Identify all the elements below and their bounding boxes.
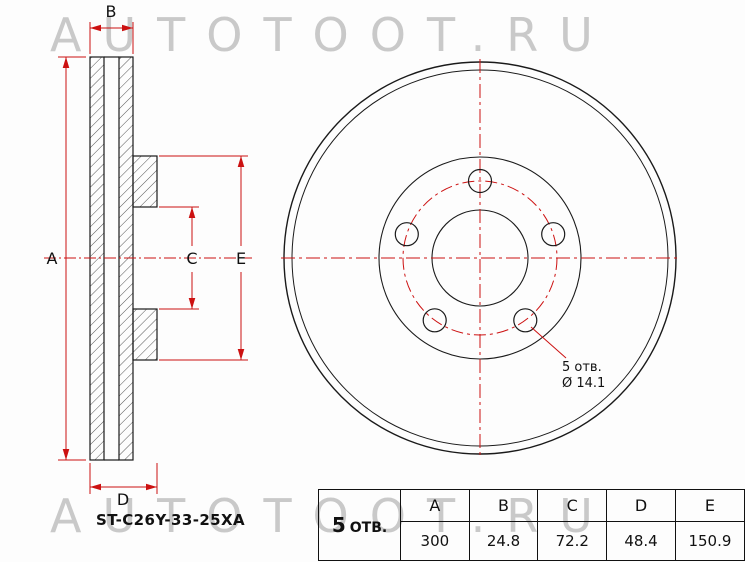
dim-label-E: E (236, 249, 246, 268)
bolt-circle-centerline (402, 180, 558, 336)
hub-section-top (132, 155, 158, 208)
dimension-B (89, 22, 134, 54)
dim-label-C: C (186, 249, 197, 268)
front-view: 5 отв. Ø 14.1 (281, 59, 679, 457)
spec-header-A: A (400, 489, 470, 522)
spec-holes-count: 5 (331, 513, 346, 537)
dimension-D (89, 463, 158, 494)
dim-label-B: B (106, 2, 117, 21)
holes-note-count: 5 отв. (562, 360, 602, 375)
dimension-A (58, 56, 86, 461)
dimension-C (159, 206, 199, 310)
bolt-hole-1 (467, 168, 493, 194)
spec-value-A: 300 (400, 521, 470, 561)
holes-note-diameter: Ø 14.1 (562, 376, 605, 391)
bolt-hole-3 (541, 222, 566, 247)
hub-section-bottom (132, 308, 158, 361)
spec-header-B: B (468, 489, 539, 522)
watermark-top: AUTOTOOT.RU (50, 8, 614, 62)
dim-label-A: A (47, 249, 58, 268)
bolt-hole-5 (513, 308, 538, 333)
dimension-E (159, 155, 248, 361)
spec-header-E: E (674, 489, 745, 522)
part-number: ST-C26Y-33-25XA (96, 511, 245, 529)
cross-section-view: A B C E (44, 2, 252, 509)
spec-value-E: 150.9 (674, 521, 745, 561)
dim-label-D: D (117, 490, 129, 509)
spec-header-C: C (537, 489, 608, 522)
holes-leader-line (530, 326, 567, 359)
spec-holes-suffix: ОТВ. (349, 520, 388, 536)
bolt-hole-4 (422, 308, 447, 333)
spec-header-D: D (606, 489, 676, 522)
bolt-hole-2 (394, 222, 419, 247)
spec-value-C: 72.2 (537, 521, 608, 561)
spec-value-D: 48.4 (606, 521, 676, 561)
spec-value-B: 24.8 (468, 521, 539, 561)
